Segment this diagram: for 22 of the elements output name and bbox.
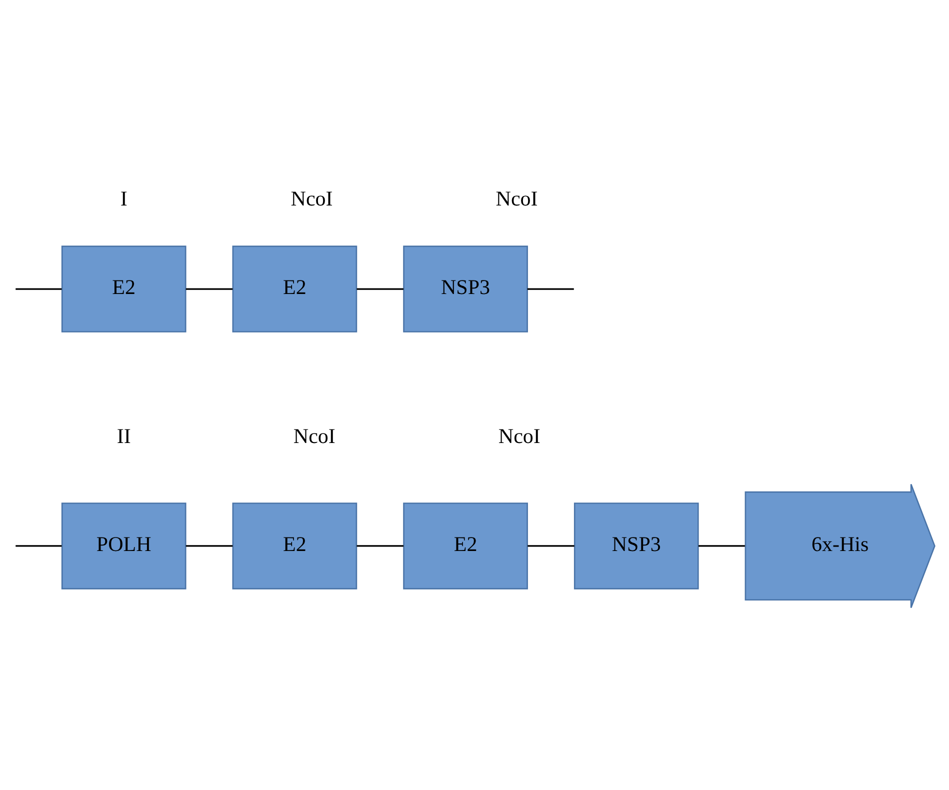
connector (527, 288, 574, 290)
label: NcoI (290, 186, 333, 210)
node-box: E2 (61, 245, 186, 332)
node-box: POLH (61, 502, 186, 589)
label: II (116, 424, 131, 448)
label: I (120, 186, 128, 210)
label: NcoI (496, 186, 538, 210)
label: NcoI (293, 424, 336, 448)
node-box: E2 (403, 502, 528, 589)
connector (16, 288, 62, 290)
connector (528, 544, 574, 546)
connector (186, 288, 233, 290)
node-box: E2 (232, 245, 358, 332)
connector (186, 544, 233, 546)
node-box: NSP3 (403, 245, 528, 332)
connector (356, 544, 404, 546)
connector (356, 288, 404, 290)
label: NcoI (498, 424, 540, 448)
connector (698, 544, 745, 546)
node-box: E2 (232, 502, 358, 589)
node-box: NSP3 (574, 502, 699, 589)
connector (16, 544, 62, 546)
